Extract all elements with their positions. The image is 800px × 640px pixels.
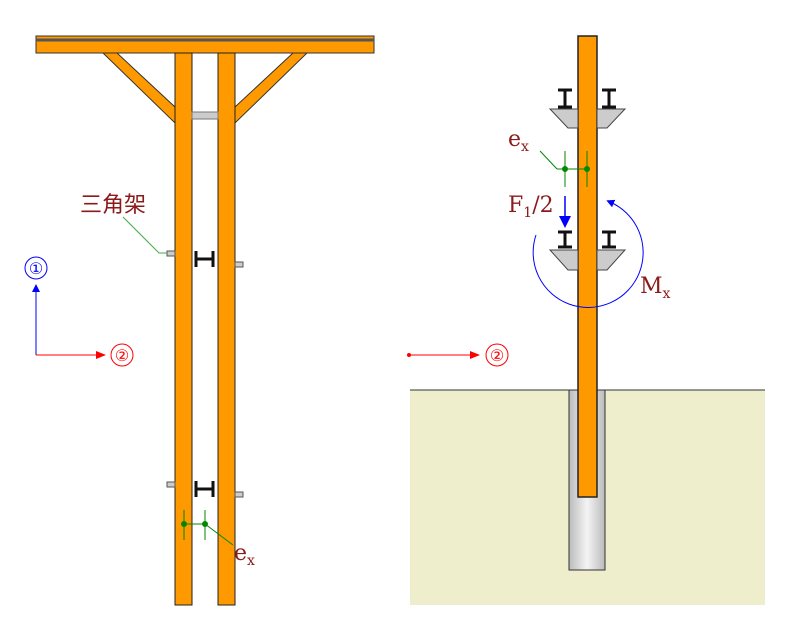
bracket-lower [166,481,244,498]
moment-arrow [532,199,644,308]
axis-2-label-right: ② [490,346,504,365]
column [577,35,598,498]
bracket-upper-right [548,88,627,129]
brace-left [101,52,176,125]
left-elevation: 三角架 ex ① ② [24,35,375,606]
ex-right-label: ex [508,127,529,155]
bracket-label: 三角架 [80,193,146,218]
ex-left-label: ex [234,541,255,569]
bracket-leader [122,216,167,254]
tie-plate [191,111,219,120]
column-right [217,52,236,606]
axis-indicator: ① ② [24,256,134,367]
axis-2-label: ② [115,346,129,365]
eccentricity-left [181,510,234,546]
eccentricity-right [539,150,590,187]
right-elevation: ex F1/2 Mx ② [407,35,765,605]
force-label: F1/2 [508,193,554,221]
brace-right [234,52,309,125]
axis-1-label: ① [29,259,43,278]
moment-label: Mx [640,274,671,302]
bracket-upper [166,250,244,268]
column-left [174,52,193,606]
bracket-lower-right [548,230,627,271]
